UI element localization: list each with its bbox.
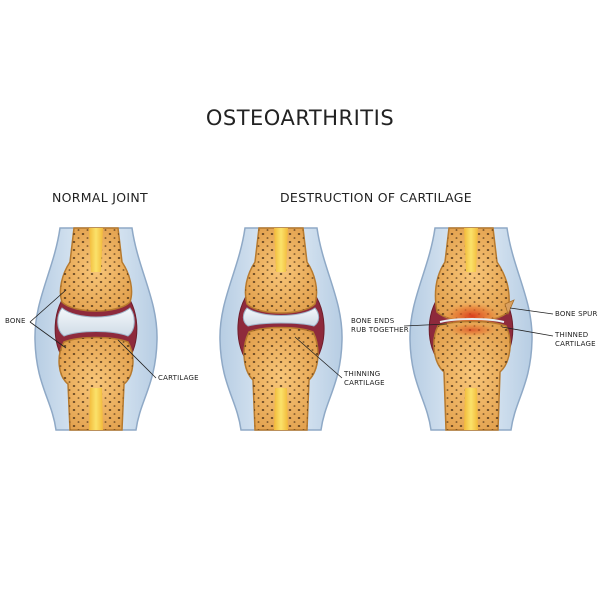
label-thinned-line-2: CARTILAGE	[555, 339, 596, 348]
damaged-joint-illustration	[409, 227, 533, 431]
heading-normal-joint: NORMAL JOINT	[52, 190, 148, 205]
label-bone: BONE	[5, 317, 26, 325]
thinning-joint-illustration	[219, 227, 343, 431]
label-rub-line-1: BONE ENDS	[351, 317, 395, 325]
label-thinning-line-1: THINNING	[344, 370, 381, 378]
label-bone-ends-rub-together: BONE ENDS RUB TOGETHER	[351, 317, 409, 334]
heading-destruction-of-cartilage: DESTRUCTION OF CARTILAGE	[280, 190, 472, 205]
normal-joint-illustration	[34, 227, 158, 431]
label-thinning-line-2: CARTILAGE	[344, 378, 385, 387]
page-title: OSTEOARTHRITIS	[205, 106, 395, 130]
leader-lines	[29, 289, 554, 379]
label-cartilage: CARTILAGE	[158, 374, 199, 382]
label-thinning-cartilage: THINNING CARTILAGE	[344, 370, 385, 387]
label-rub-line-2: RUB TOGETHER	[351, 325, 409, 334]
label-thinned-cartilage: THINNED CARTILAGE	[555, 331, 596, 348]
label-thinned-line-1: THINNED	[555, 331, 589, 339]
label-bone-spur: BONE SPUR	[555, 310, 598, 318]
